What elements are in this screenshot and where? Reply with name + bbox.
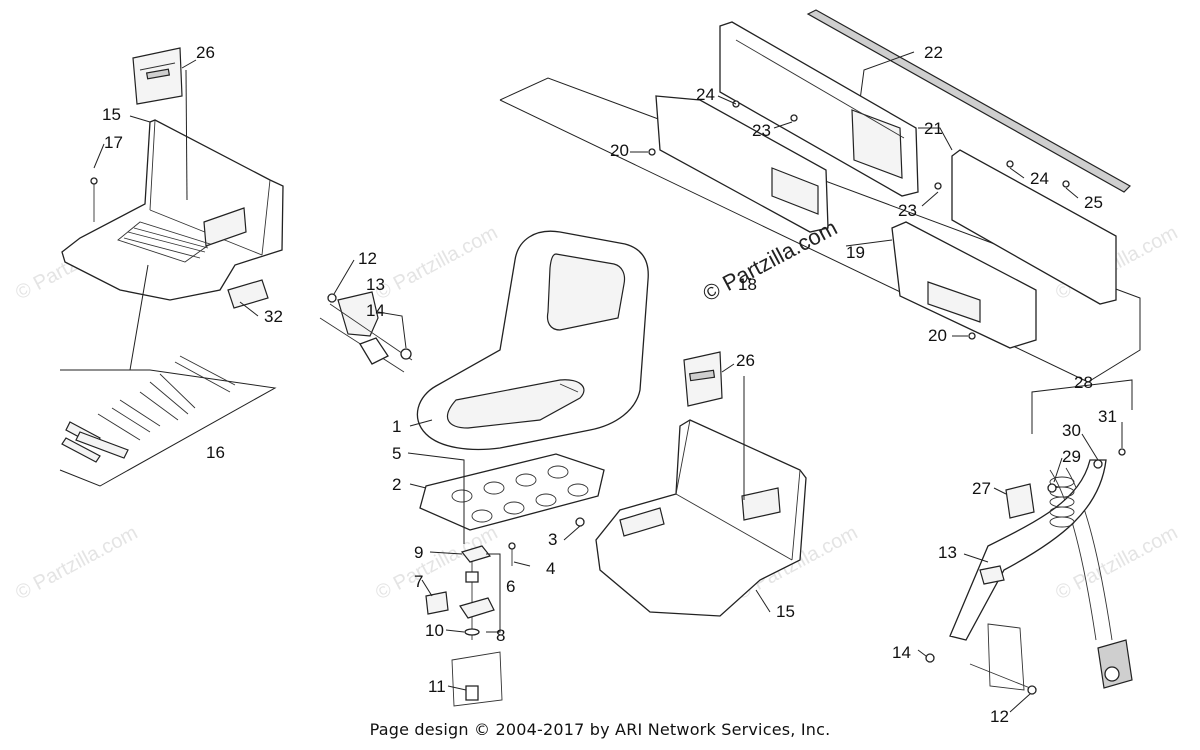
seat-belt-strap-drawing [949, 459, 1107, 641]
callout-26: 26 [736, 351, 755, 370]
back-panel-right-lower-drawing [891, 221, 1037, 349]
latch-bracket-drawing [459, 597, 495, 619]
callout-23: 23 [752, 121, 771, 140]
belt-latch-drawing [337, 291, 379, 337]
callout-20: 20 [610, 141, 629, 160]
callout-30: 30 [1062, 421, 1081, 440]
callout-20: 20 [928, 326, 947, 345]
callout-25: 25 [1084, 193, 1103, 212]
seat-latch-hardware-group [421, 545, 503, 707]
latch-plate-drawing [460, 545, 492, 563]
callout-4: 4 [546, 559, 555, 578]
callout-21: 21 [924, 119, 943, 138]
callout-27: 27 [972, 479, 991, 498]
watermark: © Partzilla.com [372, 522, 501, 605]
callout-13: 13 [938, 543, 957, 562]
left-storage-tray-group [59, 47, 284, 487]
callout-32: 32 [264, 307, 283, 326]
storage-tray-drawing [61, 119, 284, 301]
belt-buckle-cover-drawing [1005, 483, 1035, 519]
callout-26: 26 [196, 43, 215, 62]
callout-11: 11 [428, 677, 446, 696]
callout-15: 15 [102, 105, 121, 124]
callout-10: 10 [425, 621, 444, 640]
panel-rail-drawing [806, 9, 1131, 193]
callout-6: 6 [506, 577, 515, 596]
callout-9: 9 [414, 543, 423, 562]
page-footer: Page design © 2004-2017 by ARI Network S… [369, 720, 831, 739]
back-panel-right-upper-drawing [951, 149, 1117, 305]
tool-kit-drawing [61, 355, 236, 463]
callout-17: 17 [104, 133, 123, 152]
callout-15: 15 [776, 602, 795, 621]
callout-labels: 1 2 3 4 5 6 7 8 9 10 11 12 13 14 15 15 1… [102, 43, 1117, 726]
callout-22: 22 [924, 43, 943, 62]
callout-7: 7 [414, 572, 423, 591]
tray-bracket-drawing [227, 279, 269, 309]
callout-18: 18 [738, 275, 757, 294]
callout-1: 1 [392, 417, 401, 436]
seat-base-plate-drawing [419, 453, 605, 531]
callout-12: 12 [358, 249, 377, 268]
callout-3: 3 [548, 530, 557, 549]
right-storage-tray-group [595, 351, 807, 617]
callout-28: 28 [1074, 373, 1093, 392]
callout-24: 24 [1030, 169, 1049, 188]
watermark: © Partzilla.com [12, 522, 141, 605]
callout-5: 5 [392, 444, 401, 463]
callout-8: 8 [496, 626, 505, 645]
seat-group [407, 230, 649, 567]
callout-31: 31 [1098, 407, 1117, 426]
callout-24: 24 [696, 85, 715, 104]
seat-belt-latch-group [319, 259, 413, 373]
callout-13: 13 [366, 275, 385, 294]
callout-2: 2 [392, 475, 401, 494]
latch-handle-drawing [425, 591, 449, 615]
callout-19: 19 [846, 243, 865, 262]
seat-belt-assembly-group [917, 379, 1133, 713]
callout-29: 29 [1062, 447, 1081, 466]
partzilla-brand-mark: © Partzilla.com [699, 215, 842, 307]
callout-14: 14 [892, 643, 911, 662]
watermark: © Partzilla.com [372, 222, 501, 305]
callout-14: 14 [366, 301, 385, 320]
watermark: © Partzilla.com [1052, 522, 1181, 605]
callout-12: 12 [990, 707, 1009, 726]
callout-16: 16 [206, 443, 225, 462]
callout-23: 23 [898, 201, 917, 220]
